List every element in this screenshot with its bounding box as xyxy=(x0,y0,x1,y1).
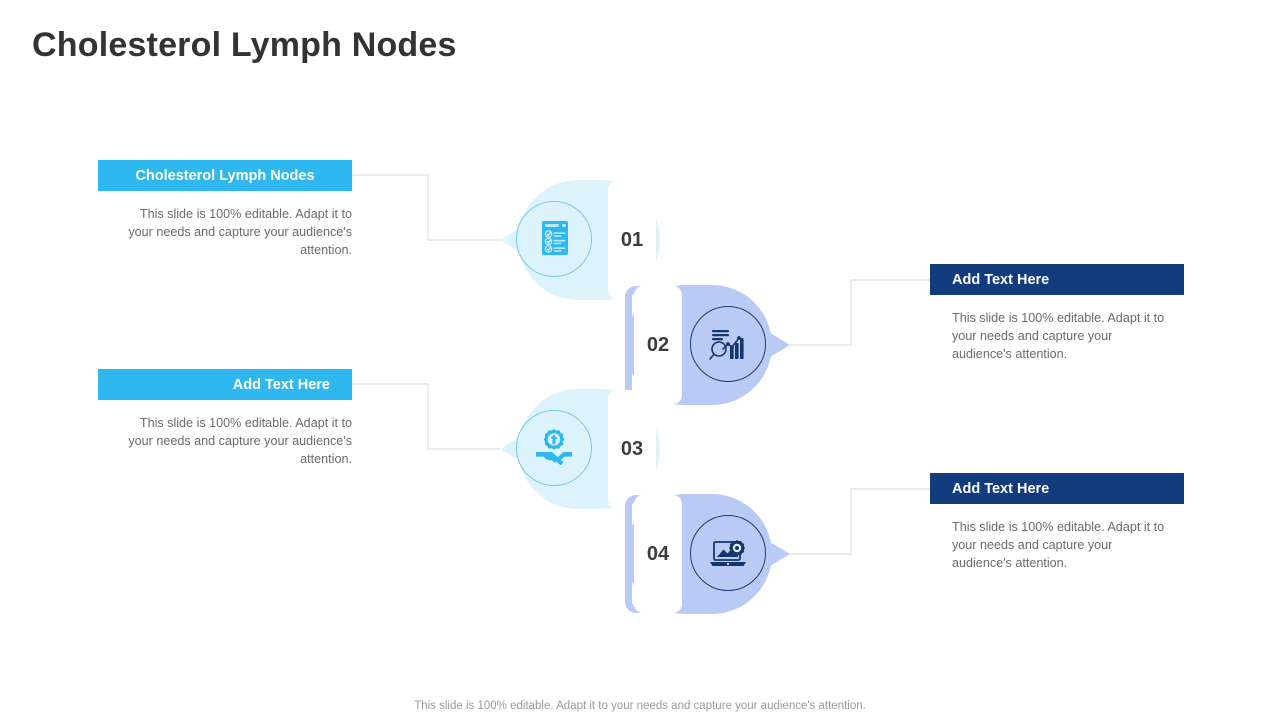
label-bar-04[interactable]: Add Text Here xyxy=(930,473,1184,504)
number-card-01[interactable]: 01 xyxy=(608,181,656,299)
step-number-01: 01 xyxy=(620,228,644,251)
footer-note: This slide is 100% editable. Adapt it to… xyxy=(414,700,866,712)
body-text-01: This slide is 100% editable. Adapt it to… xyxy=(128,207,352,257)
body-text-03: This slide is 100% editable. Adapt it to… xyxy=(128,416,352,466)
blob-tip-01 xyxy=(500,228,520,252)
body-text-04: This slide is 100% editable. Adapt it to… xyxy=(952,520,1165,570)
magnifier-bar-chart-icon xyxy=(690,306,766,382)
label-text-04: Add Text Here xyxy=(952,480,1050,497)
step-number-03: 03 xyxy=(620,437,644,460)
blob-tip-02 xyxy=(770,333,790,357)
text-block-03: Add Text Here This slide is 100% editabl… xyxy=(98,369,352,468)
number-card-03[interactable]: 03 xyxy=(608,390,656,508)
body-text-02: This slide is 100% editable. Adapt it to… xyxy=(952,311,1165,361)
number-card-04[interactable]: 04 xyxy=(634,495,682,613)
step-number-04: 04 xyxy=(646,542,670,565)
checklist-document-icon xyxy=(516,201,592,277)
label-text-01: Cholesterol Lymph Nodes xyxy=(135,167,315,184)
step-number-02: 02 xyxy=(646,333,670,356)
label-bar-01[interactable]: Cholesterol Lymph Nodes xyxy=(98,160,352,191)
laptop-chart-gear-icon xyxy=(690,515,766,591)
label-text-03: Add Text Here xyxy=(232,376,330,393)
text-block-04: Add Text Here This slide is 100% editabl… xyxy=(930,473,1184,572)
page-title: Cholesterol Lymph Nodes xyxy=(32,26,457,64)
label-bar-03[interactable]: Add Text Here xyxy=(98,369,352,400)
handshake-gear-icon xyxy=(516,410,592,486)
label-bar-02[interactable]: Add Text Here xyxy=(930,264,1184,295)
label-text-02: Add Text Here xyxy=(952,271,1050,288)
text-block-02: Add Text Here This slide is 100% editabl… xyxy=(930,264,1184,363)
number-card-02[interactable]: 02 xyxy=(634,286,682,404)
blob-tip-03 xyxy=(500,437,520,461)
blob-tip-04 xyxy=(770,542,790,566)
text-block-01: Cholesterol Lymph Nodes This slide is 10… xyxy=(98,160,352,259)
